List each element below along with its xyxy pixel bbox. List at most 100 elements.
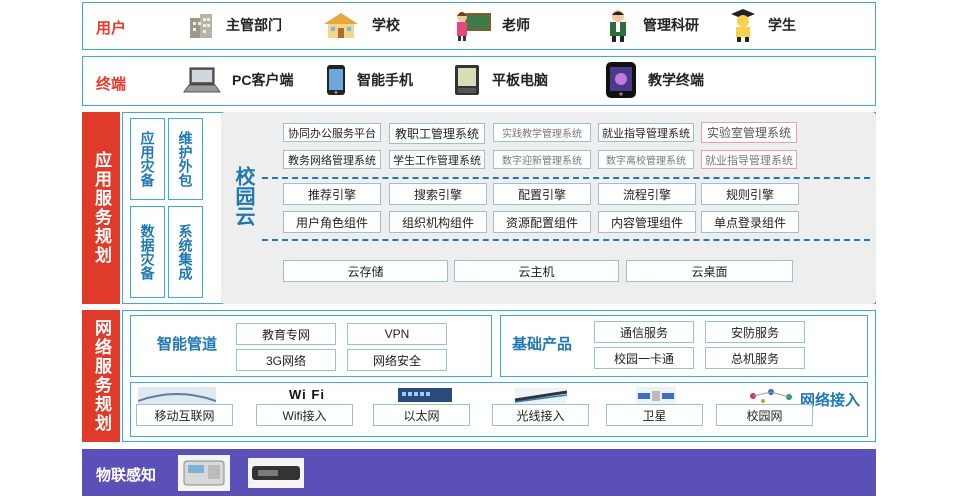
product-item[interactable]: 校园一卡通 bbox=[594, 347, 694, 369]
app-box-label: 协同办公服务平台 bbox=[288, 127, 376, 140]
engine-box-label: 配置引擎 bbox=[517, 187, 566, 202]
researcher-icon bbox=[603, 8, 633, 42]
maintenance-outsourcing-text: 维护外包 bbox=[177, 131, 194, 187]
user-item-teacher[interactable]: 老师 bbox=[452, 8, 530, 42]
component-box[interactable]: 内容管理组件 bbox=[598, 211, 696, 233]
pipe-item[interactable]: 教育专网 bbox=[236, 323, 336, 345]
user-item-label: 学生 bbox=[768, 17, 796, 33]
product-item[interactable]: 安防服务 bbox=[705, 321, 805, 343]
network-services-label: 网络服务规划 bbox=[82, 310, 120, 442]
wifi-logo: Wi Fi bbox=[268, 387, 346, 405]
data-disaster-recovery-text: 数据灾备 bbox=[139, 224, 156, 280]
campus-network-image bbox=[745, 387, 797, 405]
access-item-label: 卫星 bbox=[642, 408, 667, 423]
access-item[interactable]: 校园网 bbox=[716, 404, 813, 426]
product-item-label: 安防服务 bbox=[730, 325, 779, 340]
pipe-item[interactable]: 3G网络 bbox=[236, 349, 336, 371]
engine-box[interactable]: 推荐引擎 bbox=[283, 183, 381, 205]
teaching-terminal-icon bbox=[604, 61, 638, 99]
component-box[interactable]: 用户角色组件 bbox=[283, 211, 381, 233]
app-box[interactable]: 数字离校管理系统 bbox=[598, 150, 694, 169]
product-item[interactable]: 总机服务 bbox=[705, 347, 805, 369]
app-box[interactable]: 就业指导管理系统 bbox=[701, 150, 797, 169]
app-box-label: 教职工管理系统 bbox=[394, 127, 479, 141]
app-box[interactable]: 就业指导管理系统 bbox=[598, 123, 694, 142]
access-item[interactable]: 光线接入 bbox=[492, 404, 589, 426]
component-box[interactable]: 组织机构组件 bbox=[389, 211, 487, 233]
data-disaster-recovery: 数据灾备 bbox=[130, 206, 165, 298]
engine-box-label: 搜索引擎 bbox=[413, 187, 462, 202]
user-item-research[interactable]: 管理科研 bbox=[603, 8, 699, 42]
terminal-item-label: 智能手机 bbox=[357, 72, 413, 88]
pipe-item[interactable]: 网络安全 bbox=[347, 349, 447, 371]
product-item-label: 总机服务 bbox=[730, 351, 779, 366]
infra-box[interactable]: 云桌面 bbox=[626, 260, 793, 282]
app-box[interactable]: 实践教学管理系统 bbox=[493, 123, 591, 142]
user-item-label: 学校 bbox=[372, 17, 400, 33]
campus-cloud-title: 校园云 bbox=[232, 166, 254, 226]
iot-label: 物联感知 bbox=[96, 467, 157, 484]
infra-box[interactable]: 云存储 bbox=[283, 260, 448, 282]
pipe-item-label: 3G网络 bbox=[265, 353, 306, 368]
engine-box-label: 推荐引擎 bbox=[307, 187, 356, 202]
app-box-label: 教务网络管理系统 bbox=[288, 154, 376, 167]
infra-box-label: 云存储 bbox=[347, 264, 384, 279]
terminal-item-phone[interactable]: 智能手机 bbox=[325, 64, 413, 96]
pipe-item[interactable]: VPN bbox=[347, 323, 447, 345]
student-icon bbox=[728, 8, 758, 42]
terminal-item-pc[interactable]: PC客户端 bbox=[182, 64, 293, 96]
terminal-item-tablet[interactable]: 平板电脑 bbox=[452, 64, 548, 96]
app-box-label: 实践教学管理系统 bbox=[502, 129, 582, 140]
component-box[interactable]: 资源配置组件 bbox=[493, 211, 591, 233]
access-item-label: 以太网 bbox=[403, 408, 440, 423]
user-item-department[interactable]: 主管部门 bbox=[186, 10, 282, 40]
product-item-label: 校园一卡通 bbox=[613, 351, 674, 366]
access-item-label: 光线接入 bbox=[516, 408, 565, 423]
fiber-cable-image bbox=[514, 388, 568, 404]
mobile-internet-image bbox=[137, 387, 217, 405]
pipe-item-label: 网络安全 bbox=[372, 353, 421, 368]
engine-box[interactable]: 搜索引擎 bbox=[389, 183, 487, 205]
app-box[interactable]: 数字迎新管理系统 bbox=[493, 150, 591, 169]
app-box-label: 就业指导管理系统 bbox=[705, 154, 793, 167]
engine-box[interactable]: 配置引擎 bbox=[493, 183, 591, 205]
app-box[interactable]: 协同办公服务平台 bbox=[283, 123, 381, 142]
app-box[interactable]: 教务网络管理系统 bbox=[283, 150, 381, 169]
terminal-item-teaching[interactable]: 教学终端 bbox=[604, 61, 704, 99]
engine-box[interactable]: 规则引擎 bbox=[701, 183, 799, 205]
network-services-label-text: 网络服务规划 bbox=[92, 319, 111, 433]
user-item-school[interactable]: 学校 bbox=[320, 10, 400, 40]
access-item[interactable]: 以太网 bbox=[373, 404, 470, 426]
component-box-label: 组织机构组件 bbox=[401, 215, 474, 230]
app-services-label-text: 应用服务规划 bbox=[92, 151, 111, 265]
app-services-label: 应用服务规划 bbox=[82, 112, 120, 304]
access-item[interactable]: Wifi接入 bbox=[256, 404, 353, 426]
user-item-student[interactable]: 学生 bbox=[728, 8, 796, 42]
engine-box[interactable]: 流程引擎 bbox=[598, 183, 696, 205]
access-item-label: 校园网 bbox=[746, 408, 783, 423]
terminal-item-label: PC客户端 bbox=[232, 72, 294, 88]
cloud-divider-top bbox=[262, 177, 870, 179]
app-box[interactable]: 实验室管理系统 bbox=[701, 122, 797, 143]
users-label: 用户 bbox=[96, 20, 127, 37]
app-disaster-recovery-text: 应用灾备 bbox=[139, 131, 156, 187]
access-item-label: 移动互联网 bbox=[154, 408, 215, 423]
pipe-item-label: VPN bbox=[384, 327, 410, 341]
app-box[interactable]: 教职工管理系统 bbox=[389, 123, 485, 144]
user-item-label: 管理科研 bbox=[643, 17, 699, 33]
app-box-label: 实验室管理系统 bbox=[706, 126, 791, 140]
access-item[interactable]: 移动互联网 bbox=[136, 404, 233, 426]
tablet-icon bbox=[452, 64, 482, 96]
terminal-item-label: 平板电脑 bbox=[492, 72, 548, 88]
product-item[interactable]: 通信服务 bbox=[594, 321, 694, 343]
component-box[interactable]: 单点登录组件 bbox=[701, 211, 799, 233]
system-integration-text: 系统集成 bbox=[177, 224, 194, 280]
infra-box[interactable]: 云主机 bbox=[454, 260, 619, 282]
infra-box-label: 云主机 bbox=[518, 264, 555, 279]
access-item[interactable]: 卫星 bbox=[606, 404, 703, 426]
app-box-label: 学生工作管理系统 bbox=[393, 154, 481, 167]
app-box[interactable]: 学生工作管理系统 bbox=[389, 150, 485, 169]
teacher-icon bbox=[452, 8, 492, 42]
system-integration: 系统集成 bbox=[168, 206, 203, 298]
smartphone-icon bbox=[325, 64, 347, 96]
